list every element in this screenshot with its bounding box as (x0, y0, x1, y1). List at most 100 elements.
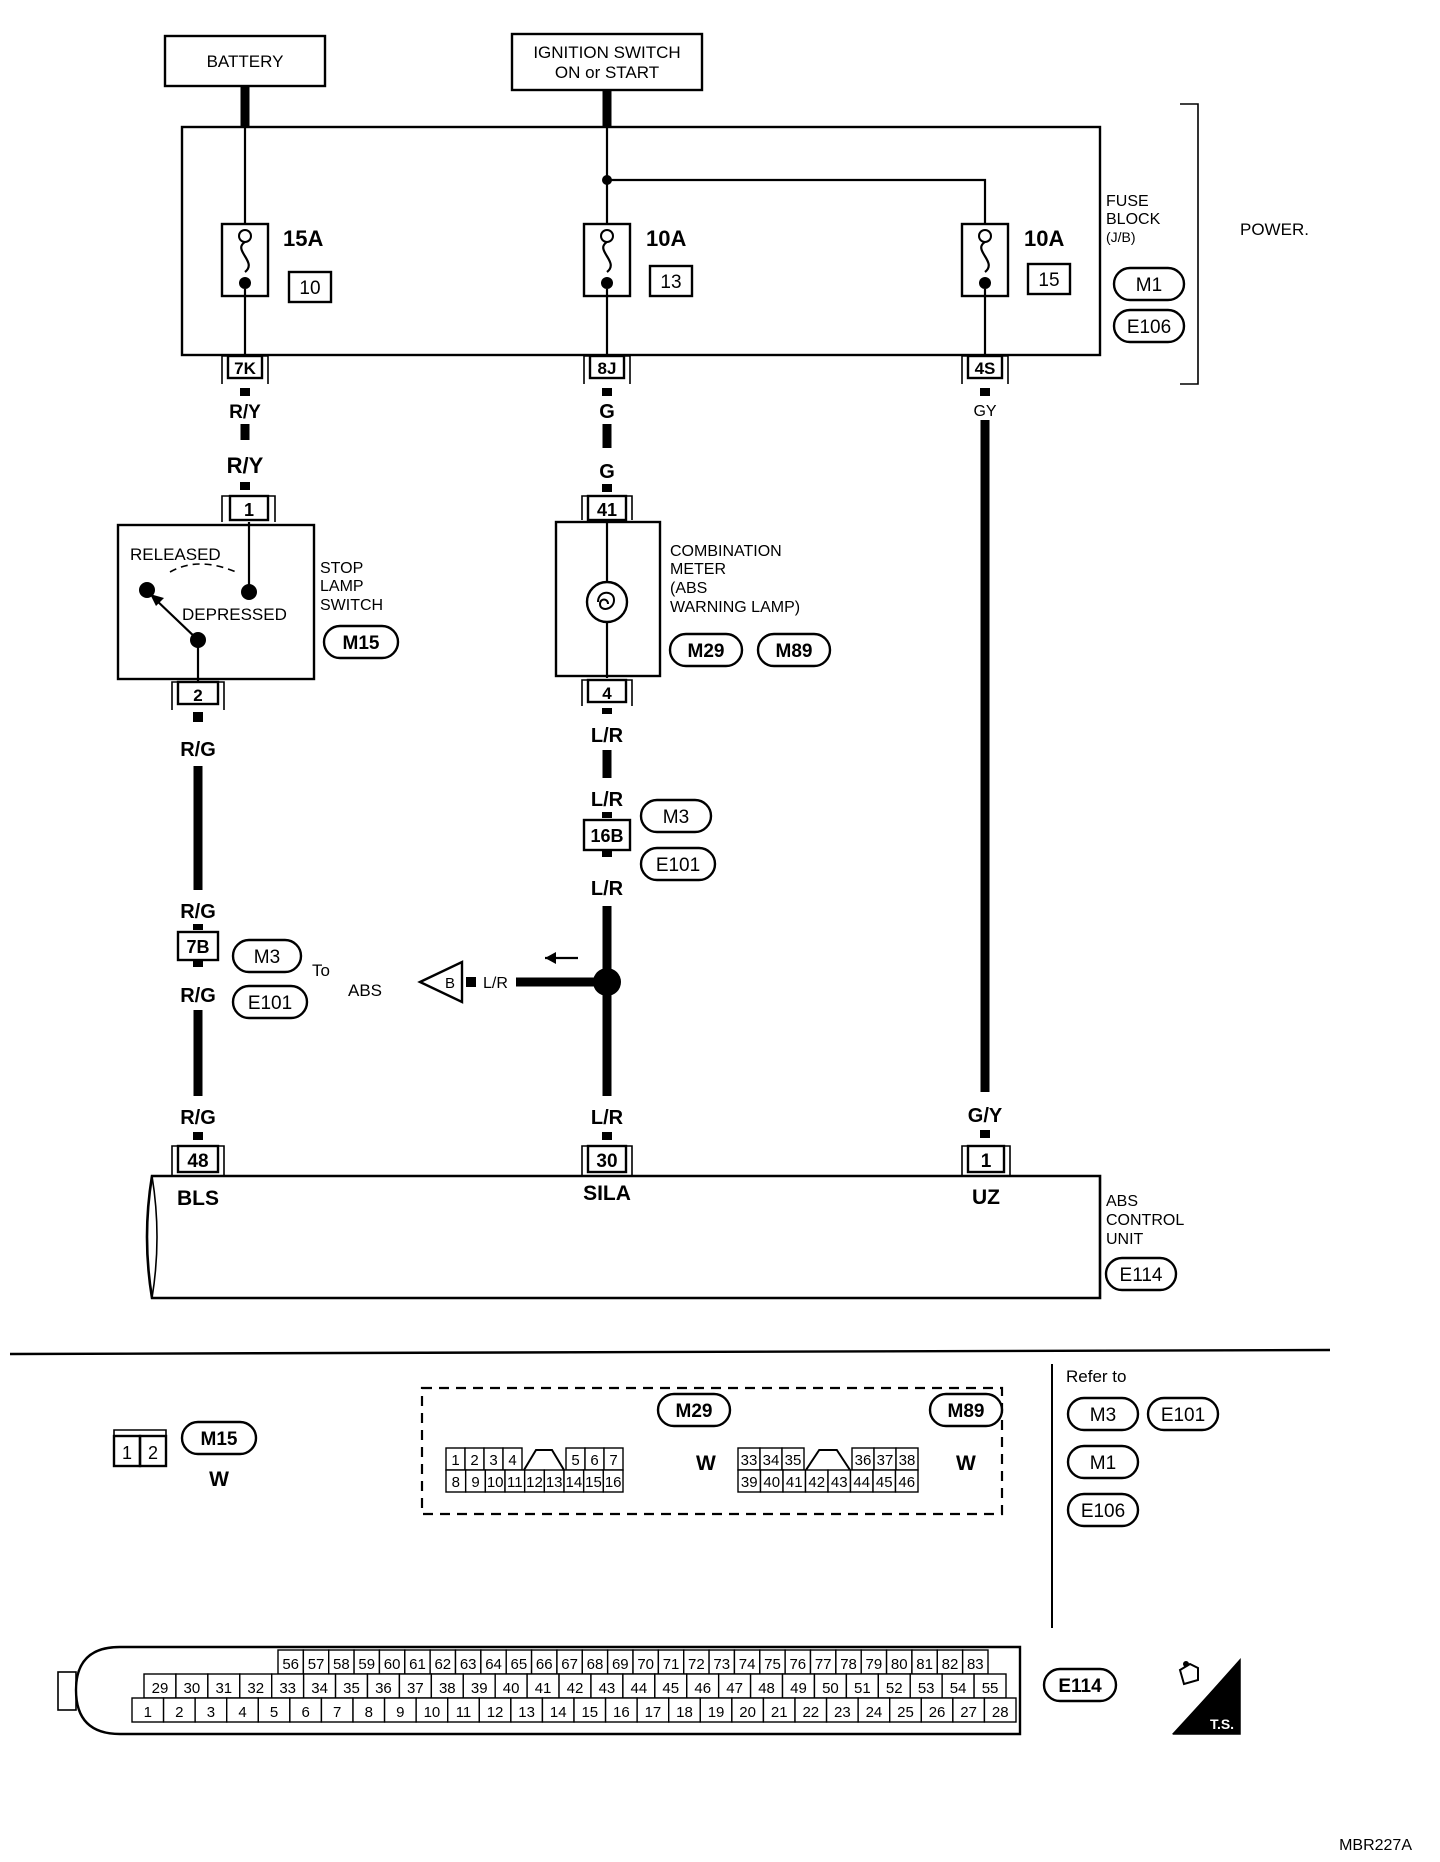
connector-pin-number: 55 (982, 1680, 999, 1697)
connector-pin-number: 18 (676, 1704, 693, 1721)
fuse-15-number: 15 (1038, 270, 1059, 291)
connector-pin-number: 36 (375, 1680, 392, 1697)
connector-pin-cell (334, 1673, 369, 1699)
connector-pin-cell (894, 1469, 919, 1493)
connector-pin-number: 56 (282, 1656, 299, 1673)
connector-pin-number: 37 (877, 1452, 894, 1469)
plug-8j (602, 388, 612, 396)
ts-tool-icon (1172, 1658, 1241, 1735)
connector-pin-number: 16 (613, 1704, 630, 1721)
connector-pin-cell (454, 1649, 482, 1675)
plug-30 (602, 1132, 612, 1140)
abs-pin-bls: BLS (177, 1187, 219, 1210)
connector-pin-number: 4 (238, 1704, 246, 1721)
wire-gy-1: GY (973, 403, 996, 420)
connector-pin-cell (762, 1697, 796, 1723)
connector-pin-number: 79 (866, 1656, 883, 1673)
connector-pin-number: 65 (511, 1656, 528, 1673)
abs-pin-uz: UZ (972, 1186, 1000, 1209)
lamp-filament-icon (597, 591, 616, 610)
connector-pin-number: 42 (808, 1474, 825, 1491)
connector-16b-code-e101-text: E101 (656, 855, 700, 876)
connector-pin-number: 67 (561, 1656, 578, 1673)
refer-code-m1 (1066, 1444, 1140, 1480)
connector-pin-number: 47 (726, 1680, 743, 1697)
wire-lr-2: L/R (591, 789, 624, 811)
connector-pin-number: 12 (487, 1704, 504, 1721)
branch-arrow-head (545, 952, 556, 964)
connector-pin-number: 38 (439, 1680, 456, 1697)
to-abs-connector-icon (417, 960, 464, 1004)
fuse-block-code-m1 (1112, 266, 1186, 302)
abs-pin30-connector (581, 1144, 633, 1176)
connector-pin-number: 19 (708, 1704, 725, 1721)
refer-to-label: Refer to (1066, 1367, 1126, 1386)
stop-switch-label-1: STOP (320, 560, 363, 577)
meter-code-m29-text: M29 (688, 641, 725, 662)
connector-pin-cell (602, 1469, 624, 1493)
connector-pin-cell (207, 1673, 241, 1699)
meter-pin41: 41 (597, 500, 617, 520)
connector-pin-number: 64 (485, 1656, 502, 1673)
connector-7b (176, 930, 220, 962)
lr-splice-dot (593, 968, 621, 996)
connector-pin-cell (941, 1673, 975, 1699)
connector-pin-number: 83 (967, 1656, 984, 1673)
connector-pin-cell (352, 1697, 386, 1723)
connector-pin-number: 41 (786, 1474, 803, 1491)
meter-label-2: METER (670, 561, 726, 578)
connector-pin-number: 9 (471, 1474, 479, 1491)
connector-16b-label: 16B (590, 826, 623, 846)
connector-16b-code-m3 (639, 798, 713, 834)
connector-4s-label: 4S (975, 359, 996, 378)
m15-pin-1: 1 (122, 1443, 132, 1463)
connector-pin-number: 77 (815, 1656, 832, 1673)
connector-pin-number: 28 (992, 1704, 1009, 1721)
connector-pin-number: 11 (507, 1474, 523, 1491)
connector-7b-code-e101-text: E101 (248, 993, 292, 1014)
stop-switch-pin2-connector (171, 680, 225, 710)
connector-pin-number: 81 (916, 1656, 933, 1673)
m15-legend-lip (113, 1429, 167, 1436)
connector-pin-number: 39 (471, 1680, 488, 1697)
connector-pin-cell (510, 1697, 544, 1723)
fuse-13-rating: 10A (646, 226, 686, 251)
meter-label-3: (ABS (670, 580, 707, 597)
connector-pin-number: 66 (536, 1656, 553, 1673)
stop-lamp-switch (116, 523, 316, 681)
connector-pin-number: 23 (834, 1704, 851, 1721)
connector-pin-number: 5 (571, 1452, 579, 1469)
stop-switch-depressed: DEPRESSED (182, 605, 287, 624)
connector-key-icon (523, 1449, 565, 1471)
connector-pin-number: 52 (886, 1680, 903, 1697)
plug-1 (980, 1130, 990, 1138)
connector-pin-cell (909, 1673, 943, 1699)
connector-key-icon (805, 1449, 851, 1471)
connector-pin-cell (654, 1673, 688, 1699)
fuse-15-number-box (1026, 262, 1072, 296)
connector-pin-number: 22 (802, 1704, 819, 1721)
connector-pin-cell (226, 1697, 259, 1723)
connector-pin-number: 30 (184, 1680, 201, 1697)
connector-pin-number: 25 (897, 1704, 914, 1721)
meter-code-m89-text: M89 (776, 641, 813, 662)
stop-switch-pin1: 1 (244, 500, 254, 520)
connector-pin-number: 62 (434, 1656, 451, 1673)
figure-code: MBR227A (1339, 1837, 1412, 1854)
connector-pin-cell (480, 1649, 507, 1675)
fuse-10-number-box (287, 270, 333, 304)
fuse-block-code-e106-text: E106 (1127, 317, 1171, 338)
meter-label-1: COMBINATION (670, 543, 782, 560)
stop-switch-label-3: SWITCH (320, 597, 383, 614)
connector-pin-number: 2 (175, 1704, 183, 1721)
meter-code-m89 (756, 632, 832, 668)
connector-pin-number: 80 (891, 1656, 908, 1673)
meter-label-4: WARNING LAMP) (670, 599, 800, 616)
connector-pin-number: 44 (631, 1680, 648, 1697)
connector-pin-number: 21 (771, 1704, 788, 1721)
connector-pin-number: 3 (489, 1452, 497, 1469)
fuse-13-number: 13 (660, 272, 681, 293)
connector-pin-number: 49 (790, 1680, 807, 1697)
connector-pin-number: 9 (396, 1704, 404, 1721)
